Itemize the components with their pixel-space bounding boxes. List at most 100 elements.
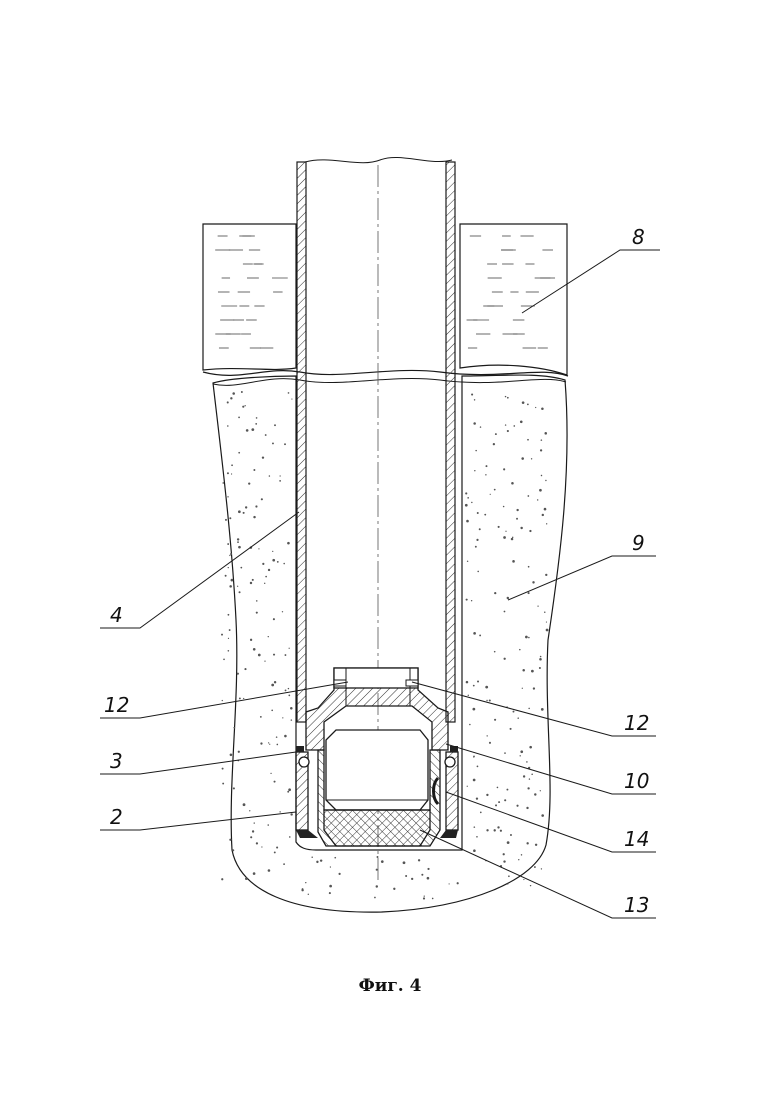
soil-texture-grain (511, 482, 514, 485)
soil-texture-grain (237, 673, 239, 675)
soil-texture-grain (272, 442, 274, 444)
soil-texture-grain (517, 717, 519, 719)
soil-texture-grain (253, 516, 255, 518)
soil-texture-grain (284, 654, 286, 656)
label-3: 3 (110, 749, 123, 773)
soil-texture-grain (541, 814, 544, 817)
soil-texture-grain (541, 408, 544, 411)
soil-texture-grain (545, 574, 547, 576)
soil-texture-grain (473, 849, 476, 852)
soil-texture-grain (525, 636, 528, 639)
soil-texture-grain (495, 433, 497, 435)
soil-texture-grain (527, 787, 529, 789)
soil-texture-grain (243, 803, 246, 806)
leader-2 (100, 812, 296, 830)
soil-texture-grain (320, 859, 322, 861)
soil-texture-grain (471, 393, 473, 395)
soil-texture-grain (544, 508, 547, 511)
soil-texture-grain (512, 560, 515, 563)
soil-texture-grain (411, 878, 413, 880)
soil-texture-grain (546, 621, 547, 622)
soil-texture-grain (531, 458, 532, 459)
soil-texture-grain (467, 561, 468, 562)
soil-texture-grain (468, 695, 469, 696)
soil-texture-grain (227, 472, 229, 474)
soil-texture-grain (288, 688, 289, 689)
soil-texture-grain (532, 581, 534, 583)
soil-texture-grain (229, 585, 232, 588)
soil-texture-grain (271, 684, 274, 687)
soil-texture-grain (540, 656, 542, 658)
soil-texture-grain (537, 499, 538, 500)
soil-texture-grain (279, 480, 281, 482)
soil-texture-grain (498, 526, 500, 528)
soil-texture-grain (540, 790, 541, 791)
soil-texture-grain (520, 527, 522, 529)
soil-texture-grain (288, 788, 291, 791)
soil-texture-grain (229, 629, 231, 631)
soil-texture-grain (477, 571, 479, 573)
soil-texture-grain (505, 396, 506, 397)
soil-texture-grain (497, 826, 499, 828)
soil-texture-grain (245, 506, 247, 508)
soil-texture-grain (232, 392, 235, 395)
soil-texture-grain (449, 883, 450, 884)
soil-texture-grain (541, 439, 543, 441)
soil-texture-grain (516, 518, 518, 520)
soil-texture-grain (535, 844, 537, 846)
soil-texture-grain (276, 847, 278, 849)
soil-texture-grain (467, 786, 468, 787)
soil-texture-grain (528, 637, 530, 639)
soil-texture-grain (490, 494, 491, 495)
soil-texture-grain (279, 811, 280, 812)
label-14: 14 (624, 827, 649, 851)
soil-texture-grain (256, 417, 258, 419)
soil-texture-grain (479, 634, 481, 636)
soil-texture-grain (484, 514, 486, 516)
soil-texture-grain (493, 443, 495, 445)
soil-texture-grain (529, 746, 532, 749)
soil-texture-grain (269, 744, 270, 745)
soil-layer-8 (203, 224, 567, 375)
soil-texture-grain (265, 434, 267, 436)
soil-texture-grain (546, 629, 549, 632)
soil-texture-grain (466, 520, 469, 523)
soil-texture-grain (238, 452, 240, 454)
soil-texture-grain (523, 879, 524, 880)
soil-texture-grain (473, 779, 476, 782)
soil-texture-grain (421, 874, 423, 876)
soil-texture-grain (238, 751, 240, 753)
soil-texture-grain (338, 873, 340, 875)
soil-texture-grain (253, 648, 256, 651)
soil-texture-grain (283, 863, 285, 865)
soil-texture-grain (248, 482, 250, 484)
soil-texture-grain (466, 681, 469, 684)
soil-texture-grain (520, 750, 523, 753)
soil-texture-grain (227, 496, 228, 497)
soil-texture-grain (255, 423, 257, 425)
soil-texture-grain (250, 836, 252, 838)
soil-texture-grain (505, 424, 506, 425)
soil-texture-grain (250, 639, 252, 641)
soil-texture-grain (291, 398, 292, 399)
soil-texture-grain (232, 849, 234, 851)
soil-texture-grain (223, 659, 225, 661)
soil-texture-grain (541, 708, 544, 711)
label-12-right: 12 (624, 711, 649, 735)
soil-texture-grain (267, 824, 269, 826)
soil-texture-grain (486, 829, 488, 831)
soil-texture-grain (376, 869, 378, 871)
soil-texture-grain (486, 700, 487, 701)
soil-texture-grain (424, 895, 425, 896)
soil-texture-grain (503, 468, 505, 470)
soil-texture-grain (518, 859, 519, 860)
label-10: 10 (624, 769, 649, 793)
soil-texture-grain (486, 794, 488, 796)
soil-texture-grain (489, 742, 491, 744)
soil-texture-grain (521, 457, 524, 460)
soil-texture-grain (269, 475, 271, 477)
figure-caption: Фиг. 4 (0, 976, 780, 996)
soil-texture-grain (283, 563, 285, 565)
soil-texture-grain (287, 791, 289, 793)
